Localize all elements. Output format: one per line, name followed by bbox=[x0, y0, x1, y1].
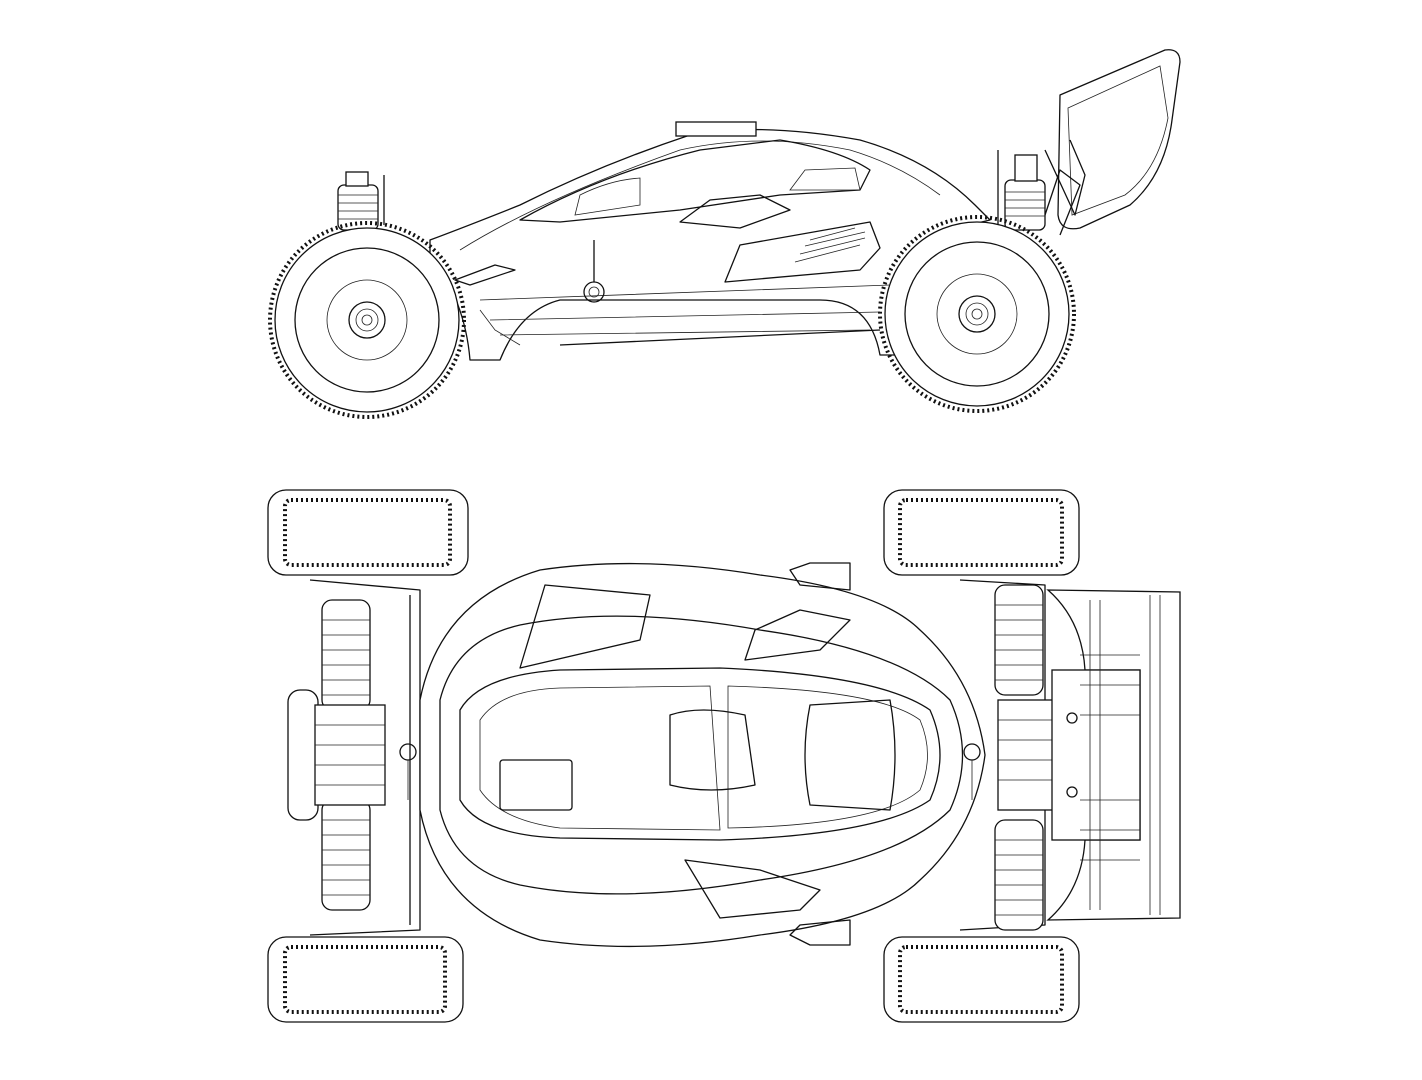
side-front-shock bbox=[337, 171, 385, 231]
top-rear-left-tire bbox=[883, 489, 1080, 576]
top-rear-wing bbox=[1046, 589, 1181, 921]
top-rear-suspension bbox=[959, 579, 1054, 931]
top-body-shell bbox=[399, 562, 986, 948]
side-rear-wing bbox=[1039, 49, 1181, 236]
top-front-suspension bbox=[287, 579, 421, 936]
top-front-right-tire bbox=[267, 936, 464, 1023]
side-rear-wheel bbox=[878, 215, 1076, 413]
top-front-left-tire bbox=[267, 489, 469, 576]
side-view bbox=[268, 49, 1181, 419]
side-rear-shock bbox=[997, 150, 1046, 231]
side-body bbox=[429, 121, 991, 361]
side-front-wheel bbox=[268, 221, 466, 419]
top-view bbox=[267, 489, 1181, 1023]
top-rear-right-tire bbox=[883, 936, 1080, 1023]
